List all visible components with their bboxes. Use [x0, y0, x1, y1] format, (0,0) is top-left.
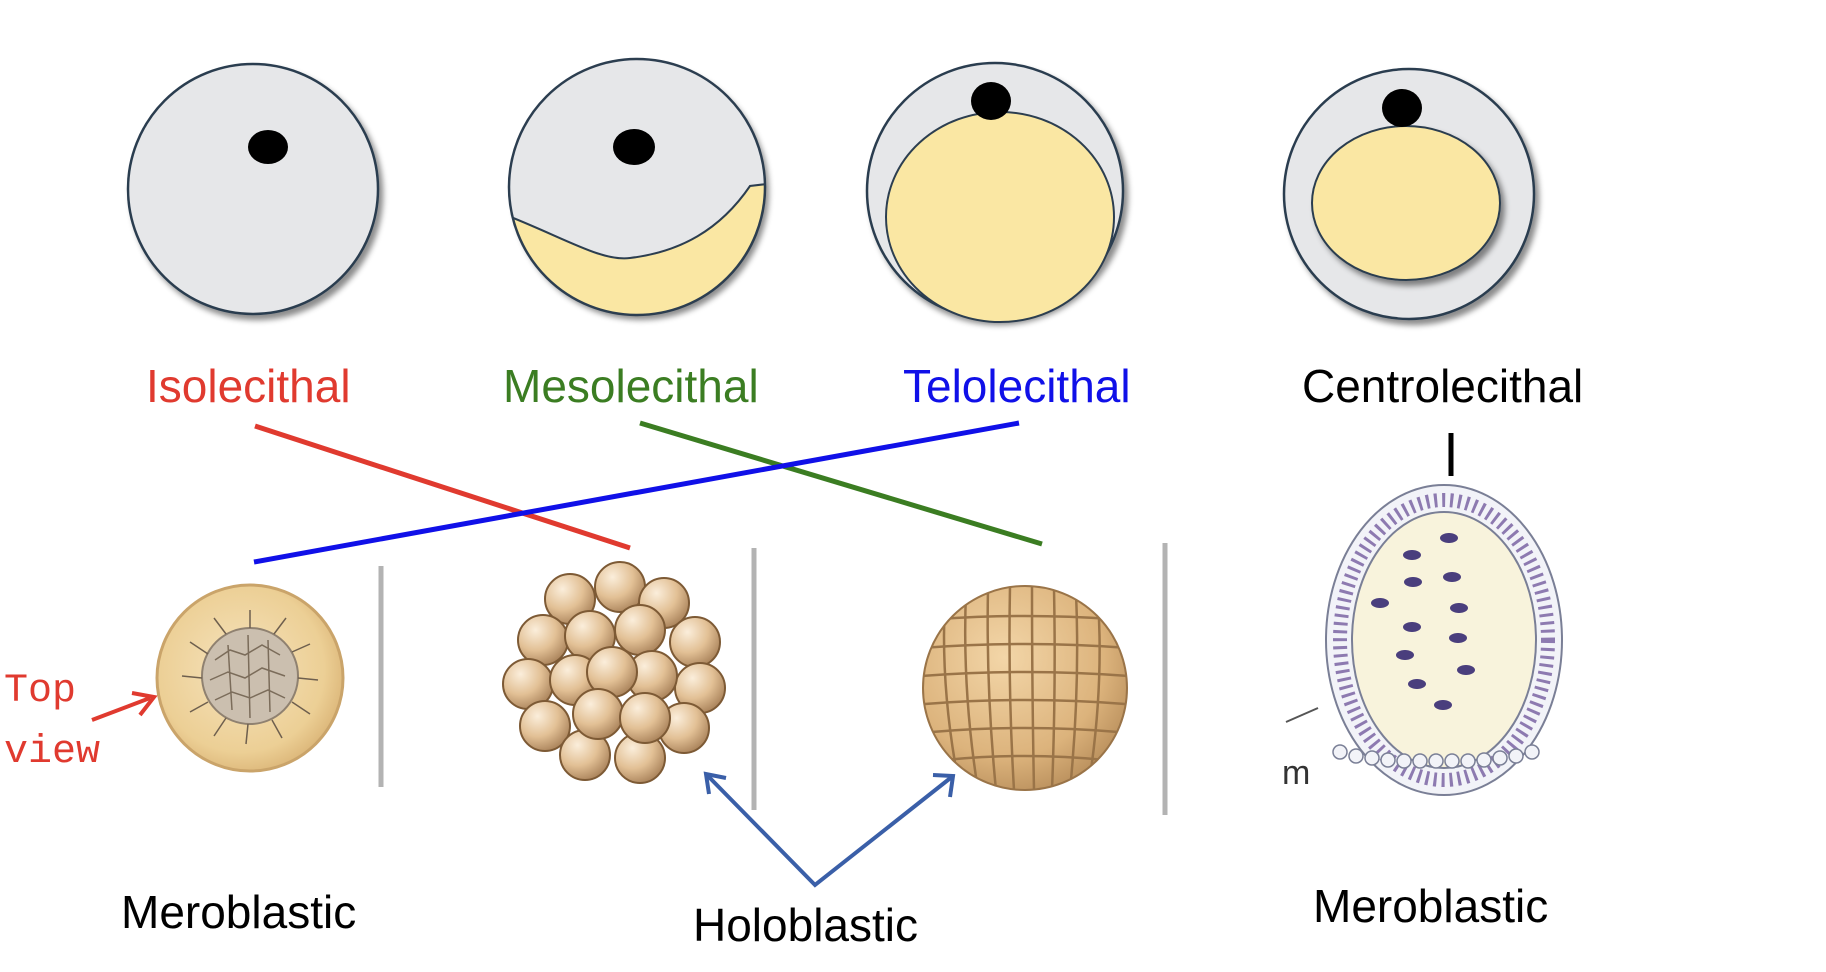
holoblastic-label: Holoblastic — [693, 899, 918, 951]
nucleus-icon — [971, 82, 1011, 120]
isolecithal-egg — [126, 62, 380, 316]
holoblastic-blastula-image — [922, 585, 1128, 791]
telolecithal-egg — [865, 61, 1125, 323]
discoidal-blastodisc-image — [155, 583, 345, 773]
telolecithal-label: Telolecithal — [903, 360, 1131, 412]
nucleus-icon — [613, 129, 655, 165]
centrolecithal-label: Centrolecithal — [1302, 360, 1584, 412]
holoblastic-arrows — [703, 771, 956, 888]
top-view-arrow — [91, 691, 158, 722]
nucleus-icon — [1382, 89, 1422, 127]
top-view-annotation-line1: Top — [4, 669, 77, 714]
mesolecithal-label: Mesolecithal — [503, 360, 759, 412]
nucleus-icon — [248, 130, 288, 164]
isolecithal-connector — [254, 423, 631, 551]
top-view-annotation-line2: view — [4, 730, 101, 775]
meroblastic-left-label: Meroblastic — [121, 886, 357, 938]
mesolecithal-egg — [507, 57, 767, 317]
telolecithal-connector — [253, 420, 1020, 565]
fragment-letter: m — [1282, 754, 1311, 792]
centrolecithal-egg — [1282, 67, 1536, 321]
isolecithal-label: Isolecithal — [146, 360, 351, 412]
mesolecithal-connector — [639, 420, 1043, 547]
superficial-cleavage-image — [1285, 484, 1563, 796]
holoblastic-morula-image — [502, 561, 726, 784]
meroblastic-right-label: Meroblastic — [1313, 880, 1549, 932]
